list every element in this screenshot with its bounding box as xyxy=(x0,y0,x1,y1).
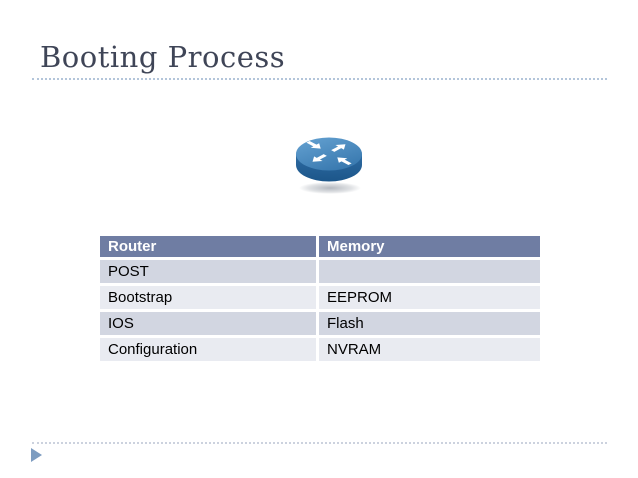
cisco-router-icon xyxy=(296,137,362,194)
table-header-row: Router Memory xyxy=(100,236,540,257)
table-cell: POST xyxy=(100,260,316,283)
triangle-right-icon xyxy=(31,448,42,462)
table-cell: Configuration xyxy=(100,338,316,361)
table-cell: NVRAM xyxy=(319,338,540,361)
table-cell: Flash xyxy=(319,312,540,335)
table-cell xyxy=(319,260,540,283)
table-row: Bootstrap EEPROM xyxy=(100,286,540,309)
table-cell: IOS xyxy=(100,312,316,335)
table-cell: Bootstrap xyxy=(100,286,316,309)
column-header-router: Router xyxy=(100,236,316,257)
router-icon xyxy=(289,132,369,196)
table-row: Configuration NVRAM xyxy=(100,338,540,361)
table-cell: EEPROM xyxy=(319,286,540,309)
table-row: POST xyxy=(100,260,540,283)
title-underline-divider xyxy=(32,78,607,80)
footer-divider xyxy=(32,442,607,444)
booting-process-table: Router Memory POST Bootstrap EEPROM IOS … xyxy=(97,233,543,364)
page-title: Booting Process xyxy=(40,40,286,74)
table-row: IOS Flash xyxy=(100,312,540,335)
column-header-memory: Memory xyxy=(319,236,540,257)
